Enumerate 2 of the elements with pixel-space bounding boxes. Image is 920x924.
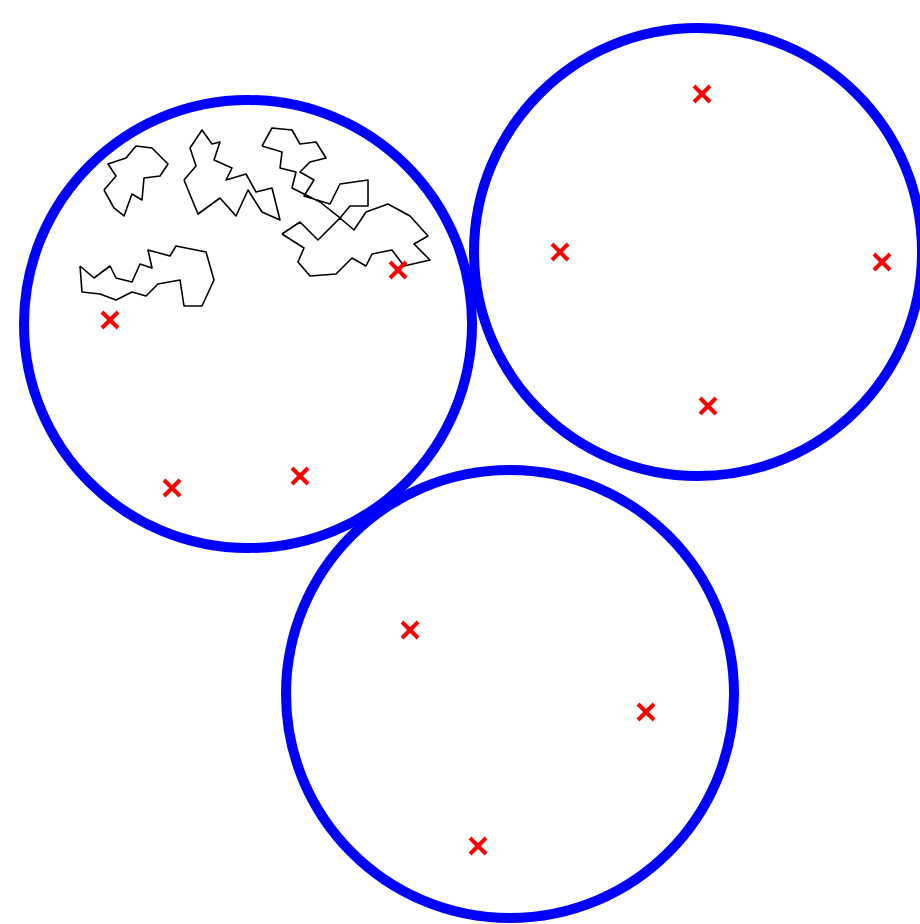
circle	[281, 465, 739, 923]
circle	[19, 95, 477, 553]
